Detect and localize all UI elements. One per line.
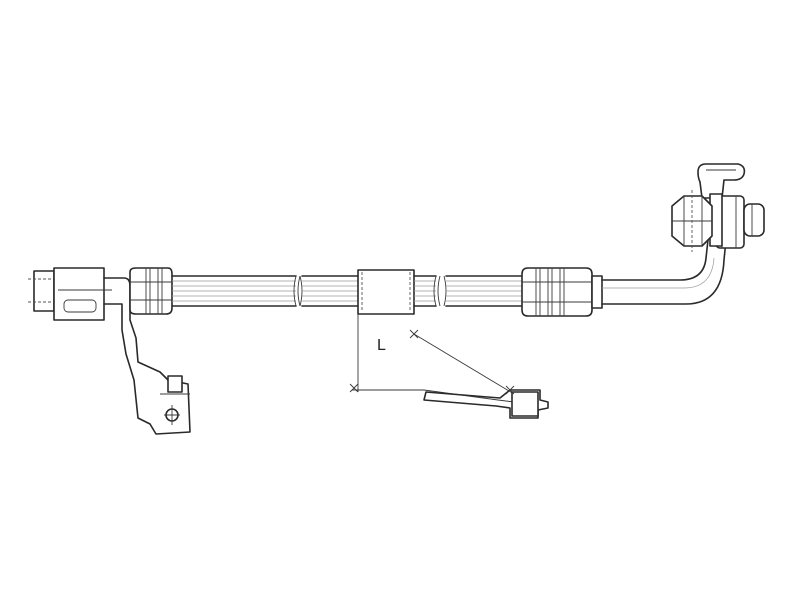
steel-tube <box>601 239 727 305</box>
hose-section-left <box>171 275 301 307</box>
center-hose-clip <box>357 269 415 315</box>
left-end-fitting <box>28 267 112 321</box>
hose-section-right <box>413 275 523 307</box>
left-crimp-collar <box>129 267 173 315</box>
hose-section-middle <box>299 275 359 307</box>
length-dimension-label: L <box>377 337 386 354</box>
banjo-fitting <box>671 163 765 252</box>
right-mounting-bracket <box>423 385 549 419</box>
length-dimension <box>349 314 515 403</box>
left-mounting-bracket <box>103 277 191 435</box>
right-crimp-collar <box>521 267 603 317</box>
